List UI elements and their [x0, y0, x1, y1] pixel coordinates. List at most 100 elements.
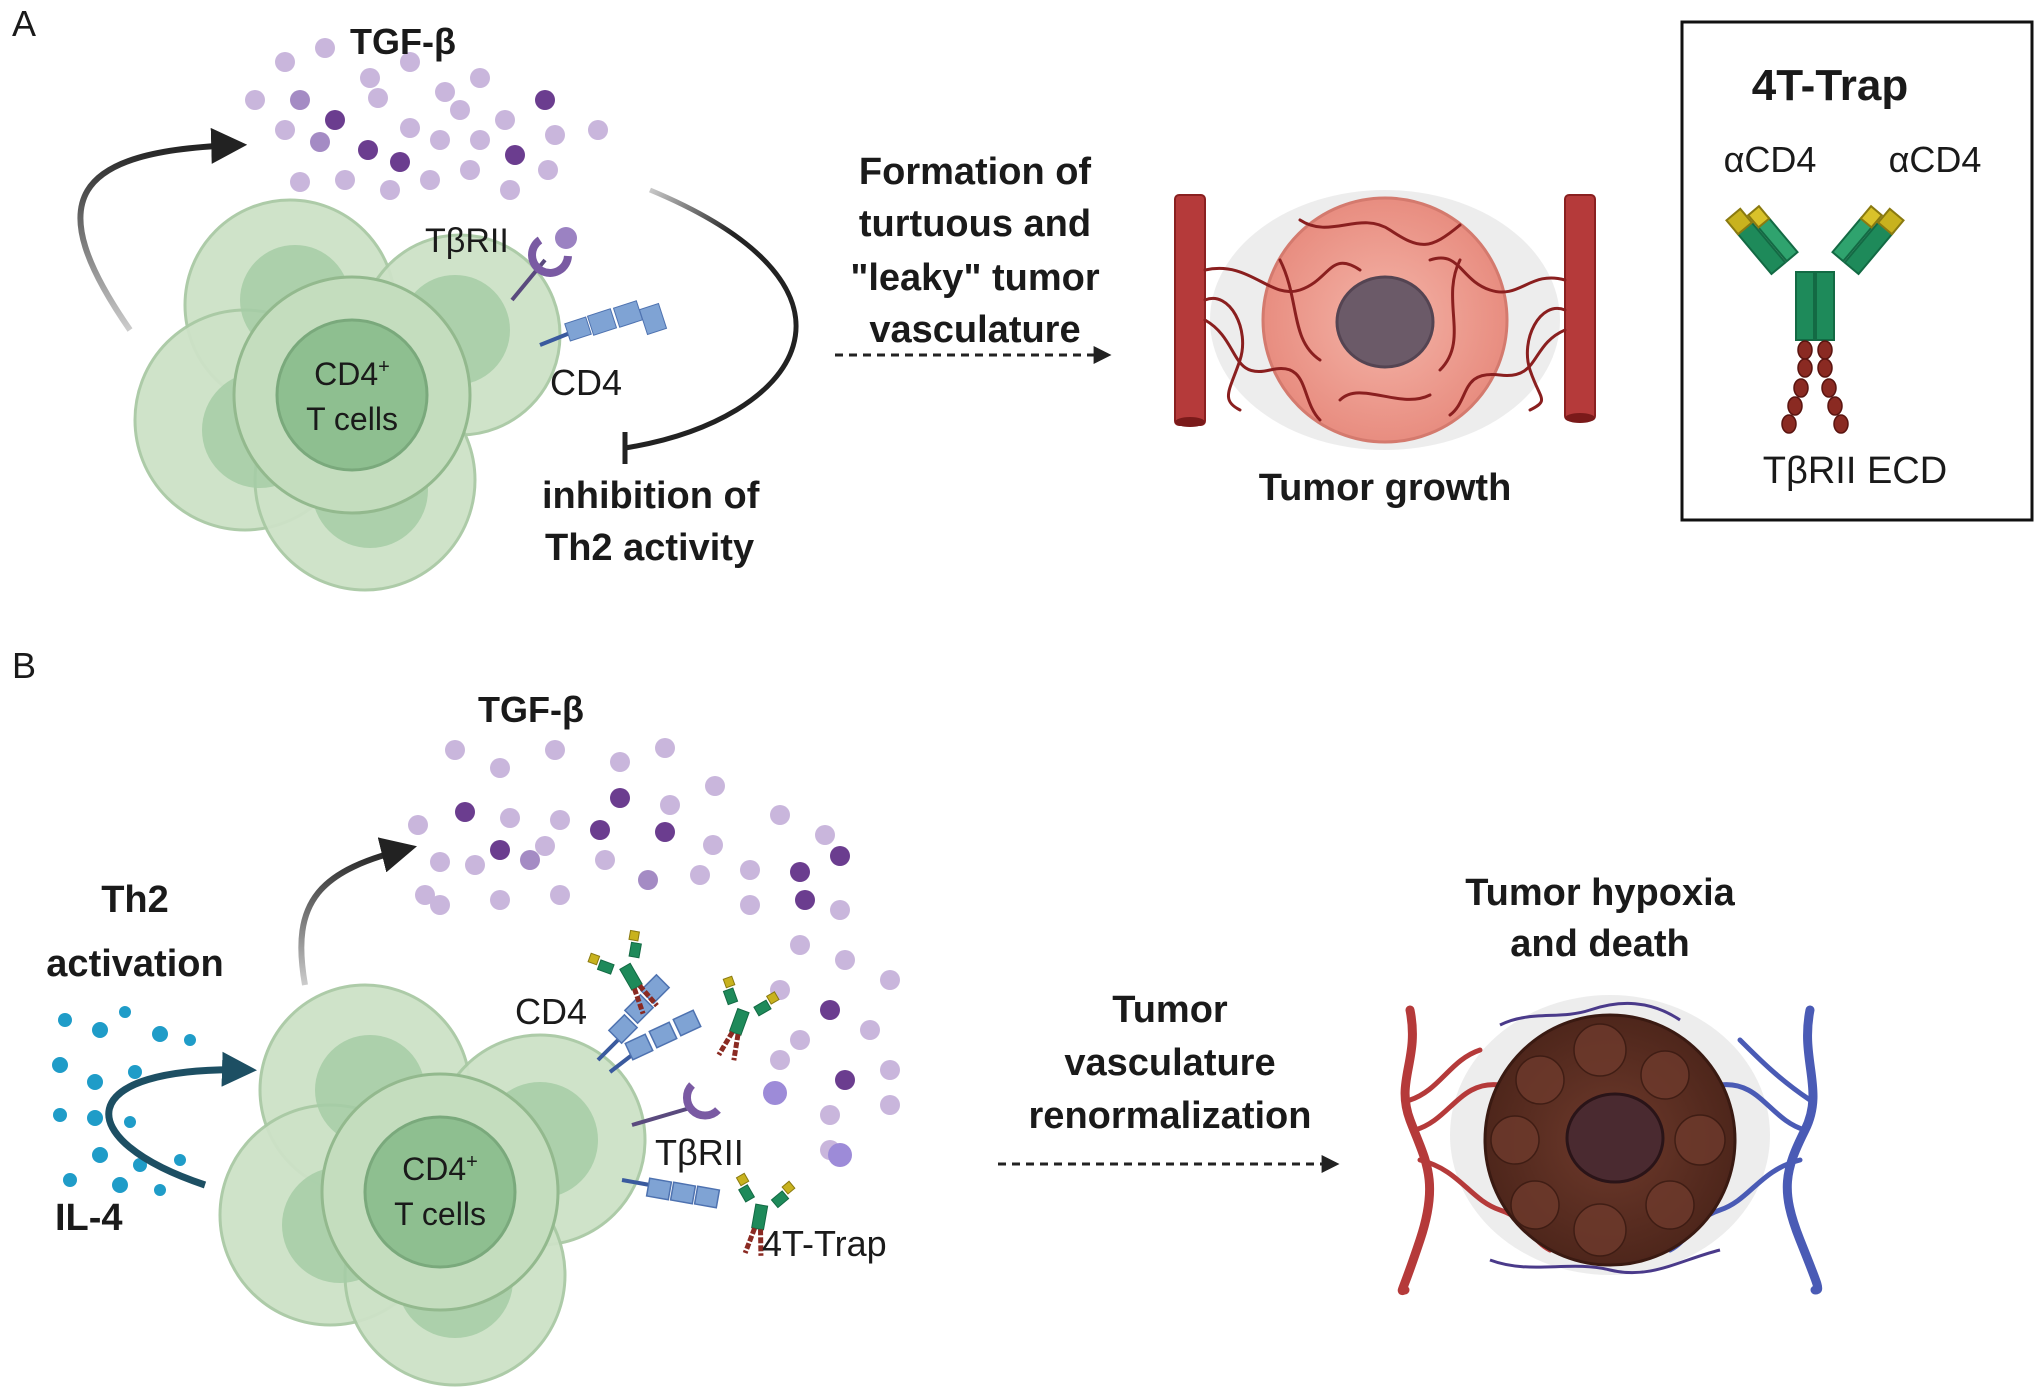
inhibition-label-line2: Th2 activity — [545, 527, 754, 569]
il4-particle — [133, 1158, 147, 1172]
svg-text:"leaky" tumor: "leaky" tumor — [850, 257, 1100, 299]
tgf-beta-particle — [520, 850, 540, 870]
tumor-growth-illustration — [1174, 190, 1596, 450]
tgf-beta-particle — [450, 100, 470, 120]
il4-particle — [184, 1034, 196, 1046]
il4-particle — [52, 1057, 68, 1073]
tgf-beta-particle — [430, 895, 450, 915]
tgf-beta-particle — [495, 110, 515, 130]
tgf-beta-particle — [705, 776, 725, 796]
cd4-receptor-a — [539, 300, 668, 347]
il4-particle — [112, 1177, 128, 1193]
th2-label-line1: Th2 — [101, 879, 169, 921]
il4-particles — [52, 1006, 196, 1196]
tgf-beta-particle — [820, 1105, 840, 1125]
cell-label-a-line1: CD4+ — [314, 356, 390, 392]
il4-particle — [154, 1184, 166, 1196]
tgf-beta-particle — [740, 895, 760, 915]
tgf-beta-particle — [430, 852, 450, 872]
il4-particle — [124, 1116, 136, 1128]
tgf-beta-particle — [860, 1020, 880, 1040]
formation-text: Formation of turtuous and "leaky" tumor … — [850, 151, 1100, 351]
secretion-arrow-a — [77, 127, 248, 332]
tgf-beta-particle — [325, 110, 345, 130]
tgf-beta-particle — [790, 862, 810, 882]
il4-particle — [58, 1013, 72, 1027]
tumor-death-illustration — [1397, 995, 1823, 1296]
il4-particle — [128, 1065, 142, 1079]
trap-ecd-label: TβRII ECD — [1763, 450, 1947, 492]
tgf-beta-particle — [310, 132, 330, 152]
cell-label-a-line2: T cells — [306, 401, 398, 437]
trap-title: 4T-Trap — [1752, 61, 1909, 110]
trap-label-b: 4T-Trap — [762, 1223, 887, 1264]
svg-text:turtuous and: turtuous and — [859, 203, 1091, 245]
tgf-beta-particle — [490, 890, 510, 910]
svg-text:vasculature: vasculature — [1064, 1042, 1275, 1084]
tgf-beta-particle — [315, 38, 335, 58]
tgf-beta-particle — [820, 1000, 840, 1020]
tgf-beta-particle — [790, 1030, 810, 1050]
tgf-beta-particle — [290, 172, 310, 192]
tgf-beta-particle — [830, 900, 850, 920]
tgf-beta-particle — [550, 810, 570, 830]
tgf-beta-particle — [835, 1070, 855, 1090]
tgf-beta-particle — [703, 835, 723, 855]
tgf-beta-particle — [545, 740, 565, 760]
trap-antibody-icon — [1725, 204, 1905, 434]
tbrii-receptor-b — [631, 1082, 721, 1127]
tgf-beta-particle — [830, 846, 850, 866]
tgf-beta-particle — [880, 970, 900, 990]
bound-traps-b — [587, 929, 796, 1256]
tbrii-label-b: TβRII — [655, 1132, 744, 1173]
tgf-beta-particle — [655, 822, 675, 842]
cd4-receptors-bound-b — [596, 973, 721, 1209]
il4-particle — [174, 1154, 186, 1166]
tgf-beta-particle — [455, 802, 475, 822]
tgf-beta-particle — [465, 855, 485, 875]
tgf-beta-particle — [275, 120, 295, 140]
tgf-beta-particle — [815, 825, 835, 845]
il4-particle — [63, 1173, 77, 1187]
tgf-beta-particle — [435, 82, 455, 102]
trap-left-arm-label: αCD4 — [1724, 139, 1817, 180]
tgf-beta-particle — [655, 738, 675, 758]
tgf-beta-particle — [445, 740, 465, 760]
tgf-beta-particle — [880, 1095, 900, 1115]
tgf-beta-particle — [408, 815, 428, 835]
svg-text:renormalization: renormalization — [1029, 1095, 1312, 1137]
tgf-beta-particle — [335, 170, 355, 190]
tgf-beta-particle — [415, 885, 435, 905]
bound-trap-icon — [587, 929, 659, 1015]
th2-label-line2: activation — [46, 943, 223, 985]
tgf-beta-particle — [290, 90, 310, 110]
il4-particle — [92, 1147, 108, 1163]
tgf-beta-particle — [470, 68, 490, 88]
cell-label-b-line1: CD4+ — [402, 1151, 478, 1187]
cell-label-b-line2: T cells — [394, 1196, 486, 1232]
tgf-beta-particle — [390, 152, 410, 172]
tbrii-label-a: TβRII — [425, 222, 509, 260]
tgf-beta-particle — [360, 68, 380, 88]
tgf-beta-particle — [588, 120, 608, 140]
trap-legend-box: 4T-Trap αCD4 αCD4 — [1680, 20, 2034, 522]
inhibition-label-line1: inhibition of — [542, 475, 760, 517]
hypoxia-label-line1: Tumor hypoxia — [1465, 872, 1735, 914]
renormalization-text: Tumor vasculature renormalization — [1029, 989, 1312, 1137]
tgf-beta-particle — [358, 140, 378, 160]
il4-arrow — [105, 1051, 257, 1189]
tgf-beta-particle — [795, 890, 815, 910]
il4-particle — [152, 1026, 168, 1042]
tgf-beta-particle — [490, 840, 510, 860]
tgf-beta-particle — [660, 795, 680, 815]
tgf-beta-particles-b — [408, 738, 900, 1167]
tgf-beta-particle — [770, 805, 790, 825]
panel-b-label: B — [12, 645, 36, 686]
tgf-beta-particle — [368, 88, 388, 108]
tgf-beta-label-a: TGF-β — [350, 21, 456, 62]
tgf-beta-particle — [505, 145, 525, 165]
il4-label: IL-4 — [55, 1197, 123, 1239]
tgf-beta-particle — [590, 820, 610, 840]
tgf-beta-particle — [690, 865, 710, 885]
